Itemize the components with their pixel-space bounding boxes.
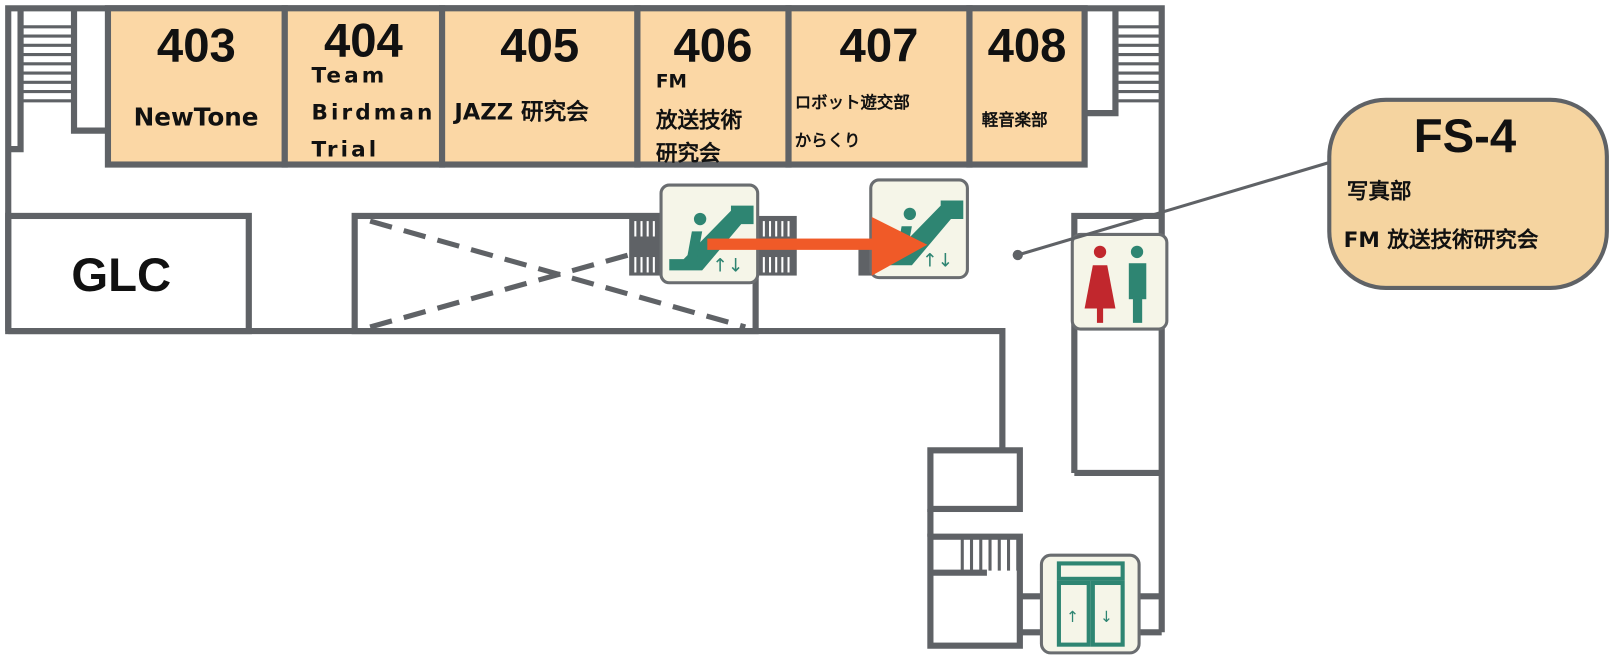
- route-arrow: [707, 216, 928, 276]
- room-number: 405: [500, 20, 579, 73]
- callout-line: FM 放送技術研究会: [1344, 227, 1539, 253]
- room-408[interactable]: 408 軽音楽部: [966, 5, 1088, 168]
- glc-room-outline: [5, 212, 252, 335]
- room-label: Trial: [312, 137, 380, 162]
- svg-text:↓: ↓: [1100, 608, 1113, 626]
- restroom-icon: [1070, 232, 1169, 331]
- room-number: 407: [840, 20, 919, 73]
- room-number: 403: [157, 20, 236, 73]
- glc-label: GLC: [71, 249, 171, 302]
- room-label: Team: [312, 63, 388, 88]
- room-number: 408: [988, 20, 1067, 73]
- room-label: FM: [656, 71, 687, 92]
- room-number: 404: [324, 15, 404, 68]
- fs4-callout: FS-4 写真部 FM 放送技術研究会: [1012, 97, 1609, 290]
- stairs-bottom: [960, 538, 1020, 571]
- room-label: からくり: [795, 131, 861, 150]
- svg-text:↑: ↑: [1066, 608, 1079, 626]
- room-label: 放送技術: [655, 108, 743, 134]
- room-label: NewTone: [134, 102, 259, 131]
- stairs-right: [1084, 8, 1160, 117]
- svg-text:↑↓: ↑↓: [922, 250, 953, 271]
- room-label: ロボット遊交部: [795, 93, 910, 112]
- room-label: 研究会: [656, 140, 721, 166]
- svg-text:↑↓: ↑↓: [712, 255, 743, 276]
- room-label: 軽音楽部: [982, 110, 1048, 129]
- escalator-icon: ↑↓: [659, 183, 760, 285]
- elevator-icon: ↑ ↓: [1039, 553, 1141, 655]
- room-number: 406: [674, 20, 753, 73]
- room-label: JAZZ 研究会: [452, 98, 589, 125]
- callout-title: FS-4: [1414, 110, 1517, 163]
- callout-line: 写真部: [1347, 178, 1412, 204]
- stairs-left: [8, 8, 108, 153]
- room-label: Birdman: [312, 100, 436, 125]
